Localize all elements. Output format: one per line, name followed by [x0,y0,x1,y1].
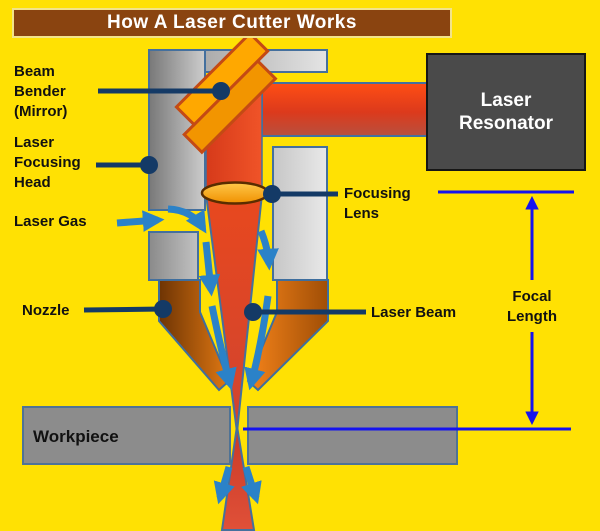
focal-length-label: Focal Length [507,288,557,325]
gas-arrow-right-channel [257,229,279,271]
beam-bender-label: Beam Bender (Mirror) [14,63,68,120]
leader-lines [83,82,366,321]
workpiece-plate [22,406,458,465]
nozzle-leader [83,306,164,313]
workpiece-label: Workpiece [33,427,119,446]
workpiece-right-section [247,406,458,465]
laser-beam-label: Laser Beam [371,304,457,321]
focusing-lens-shape [200,181,270,205]
focusing-head-label: Laser Focusing Head [14,134,81,191]
gas-arrow-left-nozzle [208,305,237,391]
horizontal-laser-beam [261,82,428,137]
laser-resonator-box: Laser Resonator [426,53,586,171]
gas-arrow-exit-left [213,466,235,505]
laser-beam-leader-dot [244,303,262,321]
gas-arrow-exit-right [241,465,262,505]
laser-gas-label: Laser Gas [14,213,87,230]
nozzle-leader-dot [154,300,172,318]
gas-arrow-left-channel [198,241,221,297]
mirror-front-face [174,31,270,127]
resonator-label-line2: Resonator [459,113,553,134]
gas-arrow-right-nozzle [244,295,272,391]
resonator-label-line1: Laser [480,90,532,111]
gas-arrow-inlet [116,210,165,232]
laser-gas-flow-arrows [116,205,279,505]
workpiece-left-section [22,406,231,465]
focusing-lens-leader-dot [263,185,281,203]
title-bar: How A Laser Cutter Works [12,8,452,38]
beam-bender-leader-dot [212,82,230,100]
diagram-title: How A Laser Cutter Works [107,12,357,33]
nozzle-label: Nozzle [22,302,70,319]
head-right-inner-wall [272,146,328,281]
focusing-head-leader-dot [140,156,158,174]
gas-arrow-over-wall [167,205,207,234]
focusing-lens-label: Focusing Lens [344,185,411,222]
head-left-wall-lower [148,231,199,281]
focal-length-dimension [243,190,574,431]
